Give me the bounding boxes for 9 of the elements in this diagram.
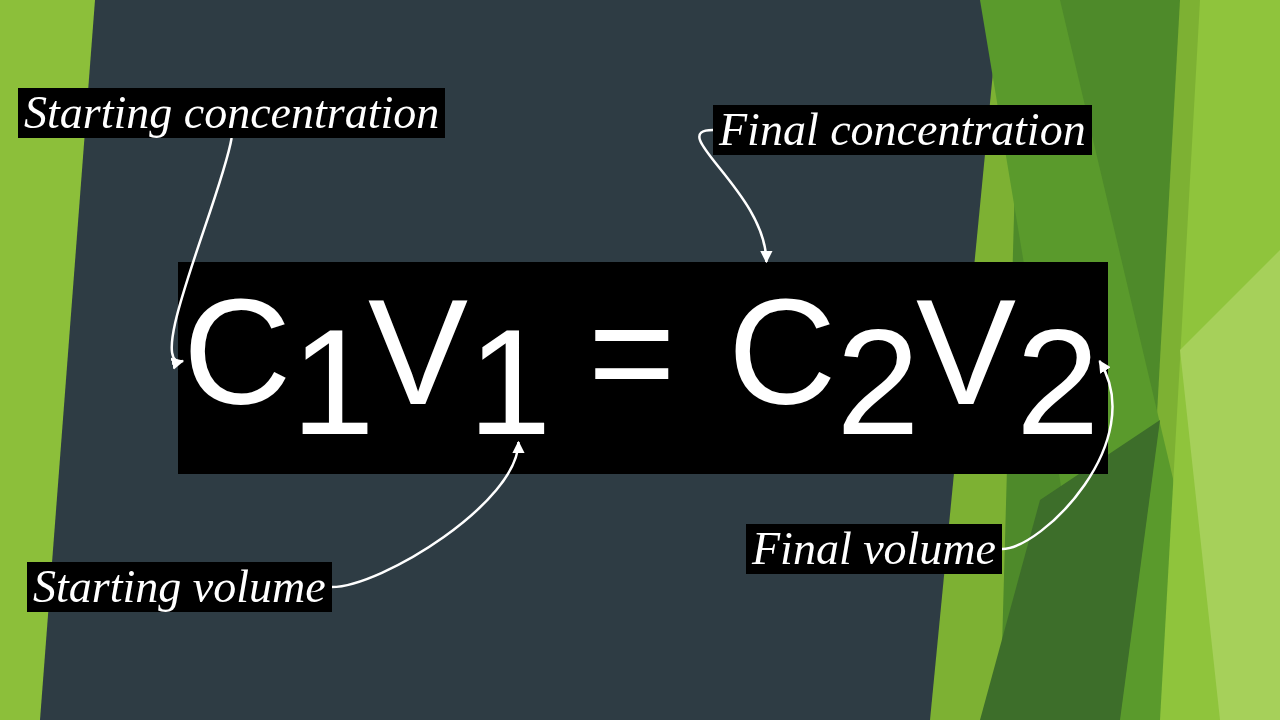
curved-arrow xyxy=(1001,359,1114,551)
callout-label: Starting concentration xyxy=(18,88,446,138)
curved-arrow xyxy=(331,440,523,589)
callout-label: Starting volume xyxy=(27,562,332,612)
equation-background xyxy=(178,262,1108,474)
equals-sign: = xyxy=(588,267,676,438)
curved-arrow xyxy=(698,128,772,264)
callout-label: Final volume xyxy=(746,524,1002,574)
callout-label: Final concentration xyxy=(713,105,1092,155)
